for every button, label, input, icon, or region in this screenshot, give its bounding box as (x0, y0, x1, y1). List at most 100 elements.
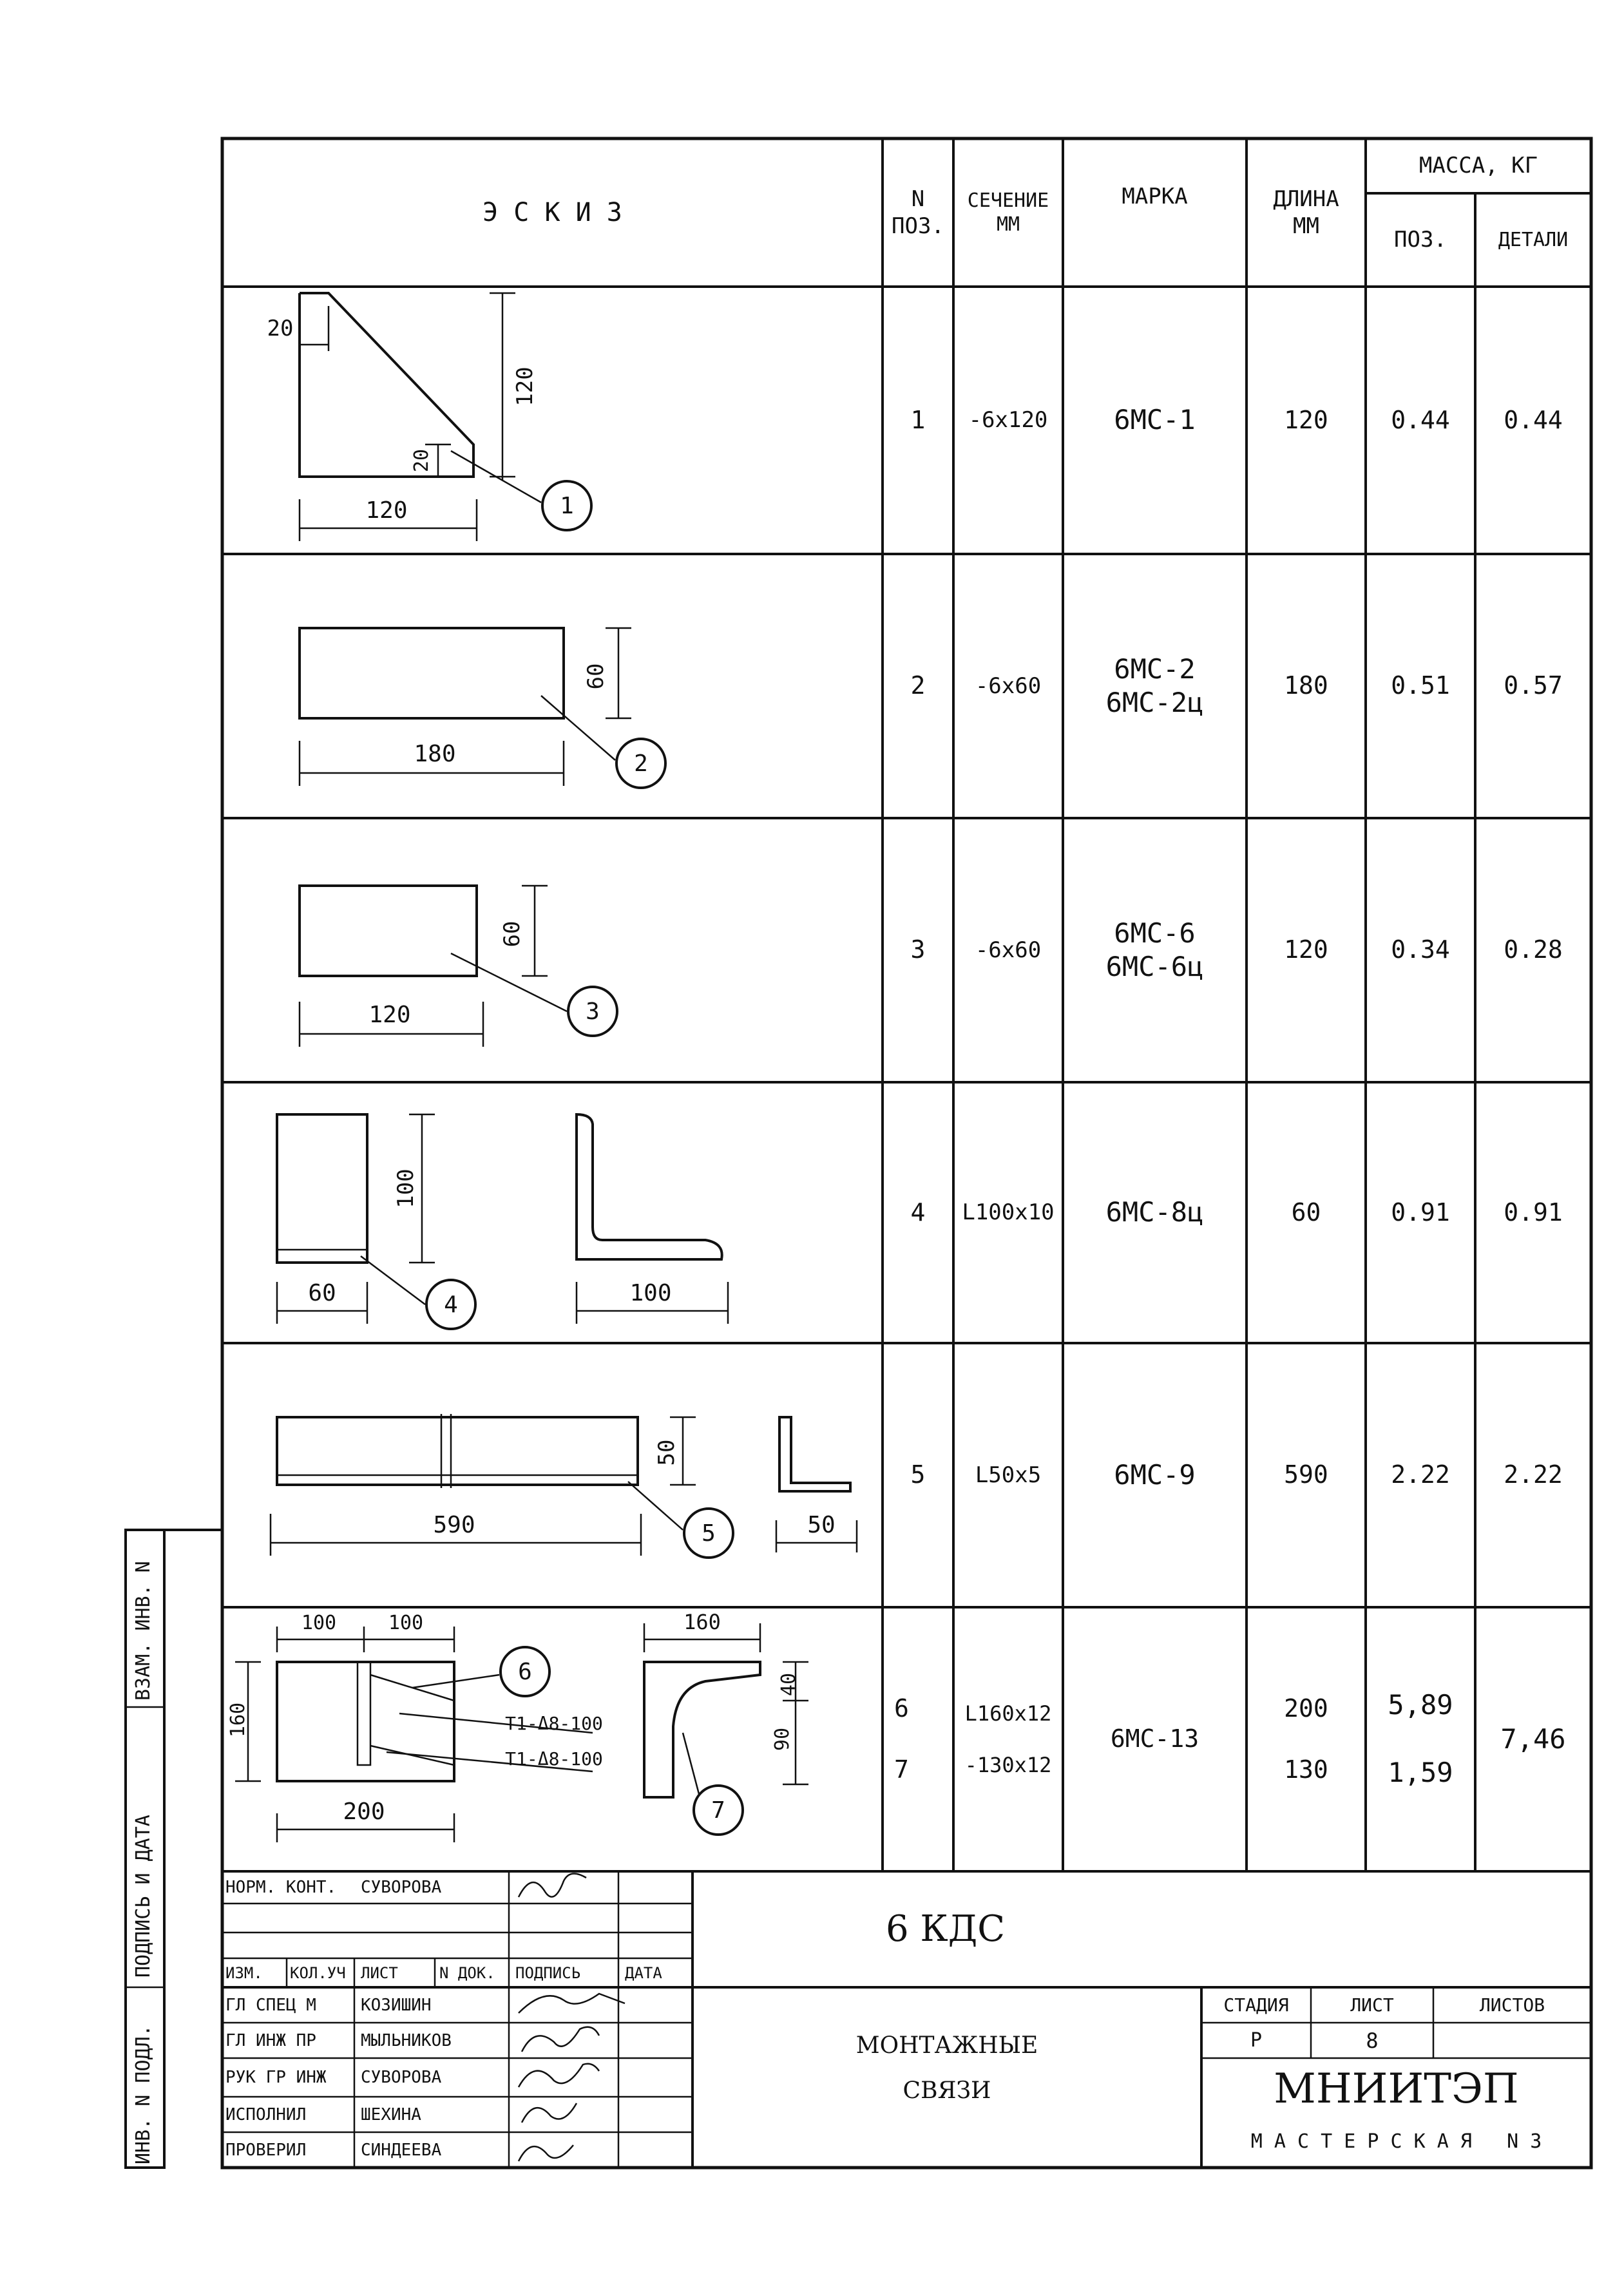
row-3-pos: 3 (910, 935, 926, 964)
row-2-mass-detail: 0.57 (1504, 671, 1563, 700)
row-2-mass-pos: 0.51 (1391, 671, 1450, 700)
col-izm: ИЗМ. (225, 1963, 263, 1982)
row-2-length: 180 (1284, 671, 1328, 700)
row-5-mark: 6МС-9 (1114, 1458, 1196, 1491)
sketch-6-dim-e: 160 (683, 1609, 721, 1634)
row-6-mass-pos: 5,89 1,59 (1388, 1689, 1453, 1789)
sketch-4-dim-b: 60 (308, 1280, 336, 1306)
sketch-2-dim-a: 60 (582, 663, 609, 690)
sketch-3-dim-b: 120 (368, 1002, 411, 1028)
header-sketch: Э С К И З (482, 198, 622, 227)
row-5-pos: 5 (910, 1460, 926, 1489)
row-2-section: -6x60 (975, 673, 1042, 699)
doc-code: 6 КДС (886, 1908, 1006, 1950)
row-1-length: 120 (1284, 405, 1328, 434)
row-1-section: -6x120 (968, 407, 1048, 434)
sketch-5 (269, 1414, 858, 1559)
header-mass: МАССА, КГ (1419, 153, 1538, 179)
org-name: МНИИТЭП (1274, 2065, 1519, 2113)
sketch-5-dim-a: 50 (653, 1439, 680, 1466)
row-6-section: L160x12 -130x12 (964, 1701, 1052, 1777)
row-4-mark: 6МС-8ц (1105, 1196, 1204, 1228)
title-line-1: МОНТАЖНЫЕ (855, 2032, 1038, 2059)
sketch-6-dim-d: 200 (343, 1799, 385, 1825)
side-podpis-data: ПОДПИСЬ И ДАТА (132, 1815, 155, 1978)
col-n-dok: N ДОК. (439, 1963, 495, 1982)
col-kol-uch: КОЛ.УЧ (290, 1963, 346, 1982)
sketch-1-dim-b: 120 (511, 367, 538, 406)
row-3-mark: 6МС-6 6МС-6ц (1105, 917, 1204, 983)
col-list: ЛИСТ (361, 1963, 398, 1982)
row-5-length: 590 (1284, 1460, 1328, 1489)
outer-frame (220, 137, 1593, 2170)
sketch-5-dim-c: 50 (807, 1512, 836, 1538)
header-length: ДЛИНА ММ (1273, 186, 1339, 240)
header-mass-pos: ПОЗ. (1394, 227, 1447, 253)
row-1-pos: 1 (910, 405, 926, 434)
norm-kont-label: НОРМ. КОНТ. (225, 1878, 337, 1897)
header-mark: МАРКА (1122, 183, 1188, 209)
row-6-mark: 6МС-13 (1110, 1724, 1199, 1753)
sketch-1-dim-d: 120 (365, 497, 408, 524)
sketch-3 (298, 884, 618, 1047)
sketch-1 (298, 292, 593, 541)
sketch-2-callout: 2 (634, 750, 648, 777)
sketch-6-dim-g: 90 (771, 1727, 794, 1751)
row-6-length: 200 130 (1284, 1694, 1328, 1784)
sketch-7-callout: 7 (711, 1797, 725, 1824)
row-1-mass-detail: 0.44 (1504, 405, 1563, 434)
role-2: ГЛ ИНЖ ПР (225, 2030, 316, 2050)
row-3-mass-detail: 0.28 (1504, 935, 1563, 964)
title-line-2: СВЯЗИ (903, 2077, 991, 2104)
row-4-mass-detail: 0.91 (1504, 1198, 1563, 1226)
sheet-label: ЛИСТ (1350, 1994, 1394, 2016)
name-1: КОЗИШИН (361, 1995, 432, 2015)
col-podpis: ПОДПИСЬ (515, 1963, 581, 1982)
sketch-6-weld-1: Т1-Δ8-100 (505, 1712, 603, 1734)
sketch-3-callout: 3 (586, 998, 600, 1025)
workshop-name: М А С Т Е Р С К А Я N 3 (1250, 2130, 1542, 2153)
sketch-1-dim-c: 20 (410, 448, 434, 473)
sketch-6-7 (235, 1623, 808, 1842)
sketch-5-dim-b: 590 (433, 1512, 475, 1538)
name-2: МЫЛЬНИКОВ (361, 2030, 452, 2050)
header-mass-detail: ДЕТАЛИ (1498, 228, 1569, 251)
sketch-6-dim-a: 100 (301, 1612, 337, 1635)
row-3-length: 120 (1284, 935, 1328, 964)
sketch-4-dim-c: 100 (629, 1280, 672, 1306)
sketch-5-callout: 5 (702, 1520, 716, 1547)
row-6-mass-detail: 7,46 (1500, 1723, 1566, 1755)
norm-kont-name: СУВОРОВА (361, 1878, 442, 1897)
row-6-pos: 6 7 (894, 1694, 909, 1784)
signatures (517, 1873, 626, 2162)
stage-label: СТАДИЯ (1223, 1994, 1289, 2016)
sketch-6-dim-b: 100 (388, 1612, 424, 1635)
row-2-pos: 2 (910, 671, 926, 700)
sketch-1-callout: 1 (560, 492, 574, 519)
row-1-mark: 6МС-1 (1114, 404, 1196, 436)
row-4-pos: 4 (910, 1198, 926, 1226)
sketch-1-dim-a: 20 (267, 315, 294, 341)
sketch-2-dim-b: 180 (414, 741, 456, 767)
role-5: ПРОВЕРИЛ (225, 2140, 307, 2160)
row-5-mass-pos: 2.22 (1391, 1460, 1450, 1489)
sketch-4 (276, 1112, 729, 1330)
row-3-section: -6x60 (975, 937, 1042, 963)
sketch-6-dim-f: 40 (778, 1672, 801, 1697)
col-data: ДАТА (625, 1963, 662, 1982)
sketch-4-callout: 4 (444, 1291, 458, 1318)
name-3: СУВОРОВА (361, 2068, 442, 2087)
row-5-mass-detail: 2.22 (1504, 1460, 1563, 1489)
row-1-mass-pos: 0.44 (1391, 405, 1450, 434)
stage-value: Р (1250, 2028, 1263, 2052)
row-4-mass-pos: 0.91 (1391, 1198, 1450, 1226)
header-section: СЕЧЕНИЕ ММ (967, 189, 1049, 236)
sketch-3-dim-a: 60 (499, 921, 525, 948)
sketch-2 (298, 627, 667, 789)
side-vzam-inv: ВЗАМ. ИНВ. N (132, 1561, 155, 1701)
row-2-mark: 6МС-2 6МС-2ц (1105, 653, 1204, 719)
sketch-6-dim-c: 160 (227, 1702, 250, 1738)
sketch-6-callout: 6 (518, 1658, 532, 1685)
